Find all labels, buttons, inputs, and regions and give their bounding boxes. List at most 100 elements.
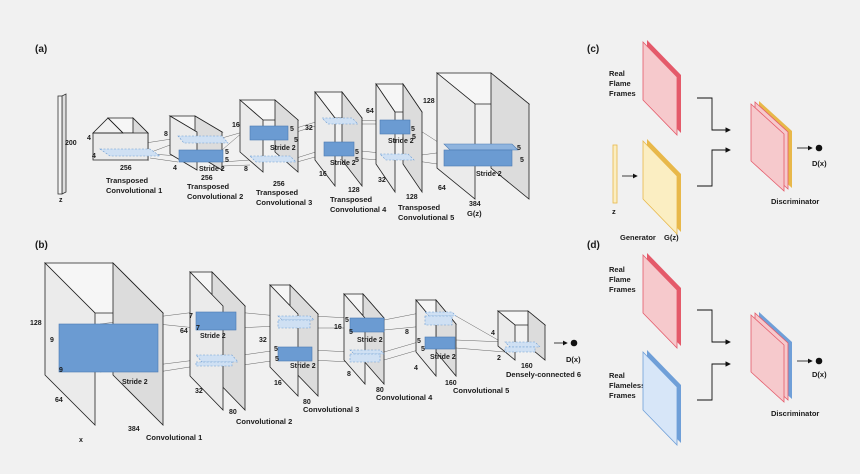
d-flameless-arrow <box>697 361 731 401</box>
x-depth: 384 <box>128 426 140 433</box>
gan-panel-d: Real Flame Frames Real Flameless Frames … <box>609 253 827 446</box>
d-flameless-line3: Frames <box>609 391 636 400</box>
z-dim-label: 200 <box>65 140 77 147</box>
g4-height: 32 <box>305 125 313 132</box>
gen-output-box <box>435 72 531 200</box>
c1-kernel-b: 7 <box>196 325 200 332</box>
g4-stride: Stride 2 <box>330 160 356 167</box>
c3-kernel-b: 5 <box>349 329 353 336</box>
c3-stride: Stride 2 <box>357 337 383 344</box>
gz-kernel-b: 5 <box>520 157 524 164</box>
g4-width: 16 <box>319 171 327 178</box>
z-vector <box>57 93 67 195</box>
c-real-line1: Real <box>609 69 625 78</box>
c1-stride: Stride 2 <box>200 333 226 340</box>
c-gz-label: G(z) <box>664 233 679 242</box>
x-height: 128 <box>30 320 42 327</box>
g1-height: 4 <box>87 135 91 142</box>
g2-stride: Stride 2 <box>199 166 225 173</box>
disc-output-label: D(x) <box>566 355 581 364</box>
c-fake-arrow <box>697 147 731 187</box>
c1-width: 32 <box>195 388 203 395</box>
g5-kernel-a: 5 <box>411 126 415 133</box>
g3-kernel-a: 5 <box>290 126 294 133</box>
x-width: 64 <box>55 397 63 404</box>
c2-kernel-a: 5 <box>274 346 278 353</box>
g4-caption-1: Transposed <box>330 195 373 204</box>
g3-caption-1: Transposed <box>256 188 299 197</box>
gz-depth: 384 <box>469 201 481 208</box>
disc-conv5-box <box>496 310 547 361</box>
c6-caption: Densely-connected 6 <box>506 370 581 379</box>
gan-panel-c: Real Flame Frames z Generator G(z) D(x) … <box>609 40 827 242</box>
c2-height: 32 <box>259 337 267 344</box>
g3-kernel-b: 5 <box>294 137 298 144</box>
gz-width: 64 <box>438 185 446 192</box>
c3-depth: 80 <box>376 387 384 394</box>
c-output-node <box>815 144 823 152</box>
c-z-vector <box>612 144 618 204</box>
gz-label: G(z) <box>467 209 482 218</box>
disc-conv1-box <box>189 271 246 411</box>
c2-width: 16 <box>274 380 282 387</box>
disc-conv4-box <box>415 298 457 378</box>
z-label: z <box>59 197 63 204</box>
x-stride: Stride 2 <box>122 379 148 386</box>
g2-depth: 256 <box>201 175 213 182</box>
g2-caption-1: Transposed <box>187 182 230 191</box>
g1-caption-1: Transposed <box>106 176 149 185</box>
c5-width: 2 <box>497 355 501 362</box>
c3-caption: Convolutional 3 <box>303 405 359 414</box>
g3-width: 8 <box>244 166 248 173</box>
d-flameless-frames <box>642 350 681 446</box>
c4-height: 8 <box>405 329 409 336</box>
generator-network: 200 z 4 4 256 Transposed Convolutional <box>57 72 531 222</box>
g5-caption-1: Transposed <box>398 203 441 212</box>
c-discriminator-stack <box>750 101 792 192</box>
c4-caption: Convolutional 4 <box>376 393 433 402</box>
c-output-label: D(x) <box>812 159 827 168</box>
c2-depth: 80 <box>303 399 311 406</box>
g5-width: 32 <box>378 177 386 184</box>
gen-layer-5-box <box>375 82 423 194</box>
d-discriminator-label: Discriminator <box>771 409 819 418</box>
g2-kernel-a: 5 <box>225 149 229 156</box>
d-real-flame-frames <box>642 253 681 349</box>
g4-depth: 128 <box>348 187 360 194</box>
c-real-line2: Flame <box>609 79 631 88</box>
c2-kernel-b: 5 <box>275 356 279 363</box>
g3-depth: 256 <box>273 181 285 188</box>
g2-kernel-b: 5 <box>225 157 229 164</box>
c-discriminator-label: Discriminator <box>771 197 819 206</box>
discriminator-network: 128 9 9 Stride 2 64 384 x 64 7 7 Stride … <box>30 262 581 444</box>
c4-width: 4 <box>414 365 418 372</box>
x-label: x <box>79 437 83 444</box>
g5-caption-2: Convolutional 5 <box>398 213 454 222</box>
g4-kernel-b: 5 <box>355 157 359 164</box>
c-generated-frames <box>642 139 681 235</box>
c-z-label: z <box>612 207 616 216</box>
c1-height: 64 <box>180 328 188 335</box>
c4-stride: Stride 2 <box>430 354 456 361</box>
g2-height: 8 <box>164 131 168 138</box>
x-kernel-a: 9 <box>50 337 54 344</box>
c5-depth: 160 <box>521 363 533 370</box>
d-real-line2: Flame <box>609 275 631 284</box>
c5-caption: Convolutional 5 <box>453 386 509 395</box>
disc-conv3-box <box>343 292 385 386</box>
g5-kernel-b: 5 <box>412 134 416 141</box>
panel-d-label: (d) <box>587 240 600 251</box>
disc-conv2-box <box>269 284 319 397</box>
c4-depth: 160 <box>445 380 457 387</box>
g3-height: 16 <box>232 122 240 129</box>
gz-kernel-a: 5 <box>517 145 521 152</box>
c4-kernel-b: 5 <box>421 346 425 353</box>
c1-kernel-a: 7 <box>189 313 193 320</box>
x-kernel-b: 9 <box>59 367 63 374</box>
d-flameless-line1: Real <box>609 371 625 380</box>
c3-width: 8 <box>347 371 351 378</box>
c3-height: 16 <box>334 324 342 331</box>
disc-output-node <box>570 339 578 347</box>
